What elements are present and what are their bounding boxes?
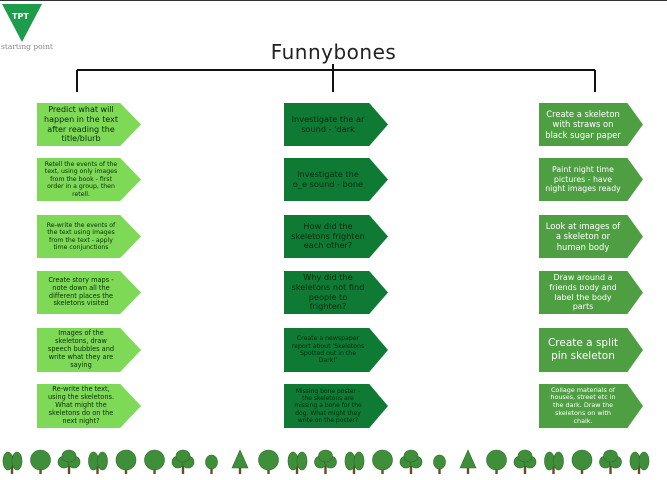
activity-card-col1-row5: Images of the skeletons, draw speech bub… <box>37 328 141 372</box>
tree-icon <box>344 451 365 474</box>
tree-border <box>0 448 667 476</box>
tree-icon <box>88 451 108 474</box>
activity-card-col1-row2: Retell the events of the text, using onl… <box>37 158 141 201</box>
tree-icon <box>433 454 446 474</box>
page-title: Funnybones <box>270 40 397 64</box>
tree-icon <box>372 449 393 474</box>
tree-icon <box>314 449 337 474</box>
tree-icon <box>287 451 308 474</box>
activity-card-text: Create a split pin skeleton <box>547 337 619 362</box>
tree-icon <box>459 449 477 474</box>
activity-card-text: How did the skeletons frighten each othe… <box>291 220 365 251</box>
activity-card-text: Re-write the text, using the skeletons. … <box>47 385 115 425</box>
tree-icon <box>30 449 51 474</box>
tree-icon <box>231 449 249 474</box>
tree-icon <box>144 449 165 474</box>
activity-card-col3-row6: Collage materials of houses, street etc … <box>539 384 643 428</box>
activity-card-text: Look at images of a skeleton or human bo… <box>545 221 621 252</box>
activity-card-col3-row5: Create a split pin skeleton <box>539 328 643 372</box>
tree-icon <box>486 449 507 474</box>
activity-card-text: Collage materials of houses, street etc … <box>550 385 616 425</box>
activity-card-col3-row3: Look at images of a skeleton or human bo… <box>539 215 643 258</box>
activity-card-text: Draw around a friends body and label the… <box>549 273 617 312</box>
activity-card-col2-row1: Investigate the ar sound - 'dark <box>284 103 388 146</box>
tpt-logo: TPT starting point <box>1 4 53 51</box>
activity-card-col1-row4: Create story maps - note down all the di… <box>37 271 141 314</box>
tree-icon <box>2 451 23 474</box>
tree-icon <box>171 449 195 474</box>
activity-card-col3-row4: Draw around a friends body and label the… <box>539 271 643 314</box>
activity-card-text: Retell the events of the text, using onl… <box>44 160 118 198</box>
logo-triangle-icon <box>2 4 42 42</box>
activity-card-col1-row1: Predict what will happen in the text aft… <box>37 103 141 146</box>
activity-card-col2-row2: Investigate the o_e sound - bone <box>284 158 388 201</box>
tree-icon <box>513 449 537 474</box>
tree-icon <box>258 449 279 474</box>
heading-bracket <box>76 64 596 92</box>
tree-icon <box>57 449 81 474</box>
activity-card-text: Re-write the events of the text using im… <box>46 221 116 251</box>
activity-card-text: Paint night time pictures - have night i… <box>545 165 621 194</box>
tree-border-icons <box>2 449 650 474</box>
tree-icon <box>115 449 137 474</box>
top-border-line <box>0 0 667 1</box>
activity-card-col3-row2: Paint night time pictures - have night i… <box>539 158 643 201</box>
activity-card-text: Why did the skeletons not find people to… <box>291 271 365 312</box>
tree-icon <box>544 451 564 474</box>
activity-card-col2-row3: How did the skeletons frighten each othe… <box>284 215 388 258</box>
tree-icon <box>205 454 218 474</box>
activity-card-col2-row6: Missing bone poster - the skeletons are … <box>284 384 388 428</box>
activity-card-text: Investigate the o_e sound - bone <box>292 168 364 189</box>
activity-card-text: Images of the skeletons, draw speech bub… <box>47 329 115 369</box>
activity-card-text: Missing bone poster - the skeletons are … <box>294 388 362 424</box>
tree-icon <box>599 449 622 474</box>
activity-card-col2-row4: Why did the skeletons not find people to… <box>284 271 388 314</box>
activity-card-col1-row6: Re-write the text, using the skeletons. … <box>37 384 141 428</box>
tree-icon <box>629 451 650 474</box>
activity-card-col3-row1: Create a skeleton with straws on black s… <box>539 103 643 146</box>
logo-label: TPT <box>12 12 29 21</box>
activity-card-text: Predict what will happen in the text aft… <box>44 105 118 144</box>
activity-card-text: Create a skeleton with straws on black s… <box>545 109 621 140</box>
logo-tagline: starting point <box>1 42 53 51</box>
tree-icon <box>571 449 593 474</box>
activity-card-text: Create story maps - note down all the di… <box>48 275 114 308</box>
tree-icon <box>399 449 423 474</box>
activity-card-text: Create a newspaper report about 'Skeleto… <box>291 335 365 365</box>
activity-card-text: Investigate the ar sound - 'dark <box>291 113 365 134</box>
activity-card-col2-row5: Create a newspaper report about 'Skeleto… <box>284 328 388 372</box>
activity-card-col1-row3: Re-write the events of the text using im… <box>37 215 141 258</box>
